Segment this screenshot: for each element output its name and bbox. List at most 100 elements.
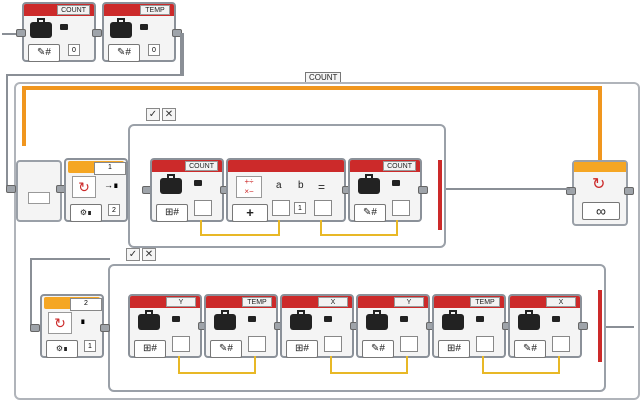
sequence-wire (180, 33, 184, 75)
variable-icon (214, 310, 236, 330)
block-header: COUNT (152, 160, 222, 172)
math-block[interactable]: +÷×− a b = + 1 (226, 158, 346, 222)
variable-block-x-write[interactable]: X ✎# (508, 294, 582, 358)
data-wire (178, 372, 256, 374)
variable-block-x-read[interactable]: X ⊞# (280, 294, 354, 358)
value-input[interactable]: 0 (68, 44, 80, 56)
variable-small-icon (552, 316, 560, 322)
math-input-b-label: b (298, 180, 304, 191)
loop-mode-unlimited[interactable]: ∞ (582, 202, 620, 220)
input-port[interactable] (248, 336, 266, 352)
read-numeric-mode[interactable]: ⊞# (134, 340, 166, 358)
outer-loop-end[interactable]: ↻ ∞ (572, 160, 628, 226)
check-icon[interactable]: ✓ (146, 108, 160, 121)
variable-name-label[interactable]: X (546, 297, 576, 307)
loop-count-mode[interactable]: ⚙∎ (46, 340, 78, 358)
loop-start-notch (28, 192, 50, 204)
block-header: Y (358, 296, 428, 308)
variable-small-icon (324, 316, 332, 322)
variable-name-label[interactable]: COUNT (185, 161, 218, 171)
math-icon: +÷×− (236, 176, 262, 198)
variable-block-count-read[interactable]: COUNT ⊞# (150, 158, 224, 222)
loop-counter-label[interactable]: 2 (70, 298, 102, 311)
block-header: X (282, 296, 352, 308)
variable-small-icon (400, 316, 408, 322)
close-icon[interactable]: ✕ (162, 108, 176, 121)
input-port[interactable] (552, 336, 570, 352)
variable-small-icon (248, 316, 256, 322)
write-numeric-mode[interactable]: ✎# (362, 340, 394, 358)
write-numeric-mode[interactable]: ✎# (28, 44, 60, 62)
loop-count-input[interactable]: 1 (84, 340, 96, 352)
variable-block-count-write[interactable]: COUNT ✎# (348, 158, 422, 222)
input-port[interactable] (392, 200, 410, 216)
input-a-port[interactable] (272, 200, 290, 216)
variable-name-label[interactable]: Y (166, 297, 196, 307)
loop1-start[interactable]: 1 ↻ →∎ ⚙∎ 2 (64, 158, 128, 222)
variable-name-label[interactable]: COUNT (57, 5, 90, 15)
variable-name-label[interactable]: COUNT (383, 161, 416, 171)
loop-count-icon: →∎ (104, 180, 119, 190)
loop2-end-bar (598, 290, 602, 362)
block-header: COUNT (350, 160, 420, 172)
variable-name-label[interactable]: TEMP (470, 297, 500, 307)
variable-name-label[interactable]: TEMP (242, 297, 272, 307)
sequence-plug (100, 324, 110, 332)
read-numeric-mode[interactable]: ⊞# (286, 340, 318, 358)
output-port[interactable] (324, 336, 342, 352)
sequence-plug (578, 322, 588, 330)
loop2-start[interactable]: 2 ↻ ∎ ⚙∎ 1 (40, 294, 104, 358)
input-b-value[interactable]: 1 (294, 202, 306, 214)
variable-name-label[interactable]: TEMP (140, 5, 170, 15)
sequence-plug (624, 187, 634, 195)
variable-small-icon (60, 24, 68, 30)
input-port[interactable] (400, 336, 418, 352)
data-wire (330, 356, 332, 374)
write-numeric-mode[interactable]: ✎# (514, 340, 546, 358)
loop-count-input[interactable]: 2 (108, 204, 120, 216)
value-input[interactable]: 0 (148, 44, 160, 56)
loop1-end-bar (438, 160, 442, 230)
block-header (228, 160, 344, 172)
output-port[interactable] (194, 200, 212, 216)
close-icon[interactable]: ✕ (142, 248, 156, 261)
data-wire (482, 372, 560, 374)
variable-small-icon (172, 316, 180, 322)
outer-loop-start[interactable] (16, 160, 62, 222)
loop-count-mode[interactable]: ⚙∎ (70, 204, 102, 222)
loop-return-wire (22, 86, 26, 146)
sequence-plug (6, 185, 16, 193)
loop-repeat-icon: ↻ (592, 176, 606, 193)
math-input-a-label: a (276, 180, 282, 191)
block-header: TEMP (104, 4, 174, 16)
read-numeric-mode[interactable]: ⊞# (156, 204, 188, 222)
variable-block-temp-init[interactable]: TEMP ✎# 0 (102, 2, 176, 62)
read-numeric-mode[interactable]: ⊞# (438, 340, 470, 358)
result-port[interactable] (314, 200, 332, 216)
data-wire (320, 234, 398, 236)
sequence-plug (566, 187, 576, 195)
sequence-wire (30, 258, 110, 260)
variable-block-temp-read[interactable]: TEMP ⊞# (432, 294, 506, 358)
variable-name-label[interactable]: X (318, 297, 348, 307)
variable-block-temp-write[interactable]: TEMP ✎# (204, 294, 278, 358)
check-icon[interactable]: ✓ (126, 248, 140, 261)
variable-name-label[interactable]: Y (394, 297, 424, 307)
variable-icon (358, 174, 380, 194)
output-port[interactable] (476, 336, 494, 352)
write-numeric-mode[interactable]: ✎# (108, 44, 140, 62)
variable-small-icon (392, 180, 400, 186)
loop-counter-label[interactable]: 1 (94, 162, 126, 175)
output-port[interactable] (172, 336, 190, 352)
math-operation-mode[interactable]: + (232, 204, 268, 222)
variable-icon (290, 310, 312, 330)
variable-block-y-read[interactable]: Y ⊞# (128, 294, 202, 358)
variable-block-count-init[interactable]: COUNT ✎# 0 (22, 2, 96, 62)
sequence-wire (30, 258, 32, 330)
sequence-wire (6, 74, 8, 186)
variable-block-y-write[interactable]: Y ✎# (356, 294, 430, 358)
data-wire (406, 356, 408, 374)
data-wire (278, 220, 280, 236)
write-numeric-mode[interactable]: ✎# (354, 204, 386, 222)
write-numeric-mode[interactable]: ✎# (210, 340, 242, 358)
